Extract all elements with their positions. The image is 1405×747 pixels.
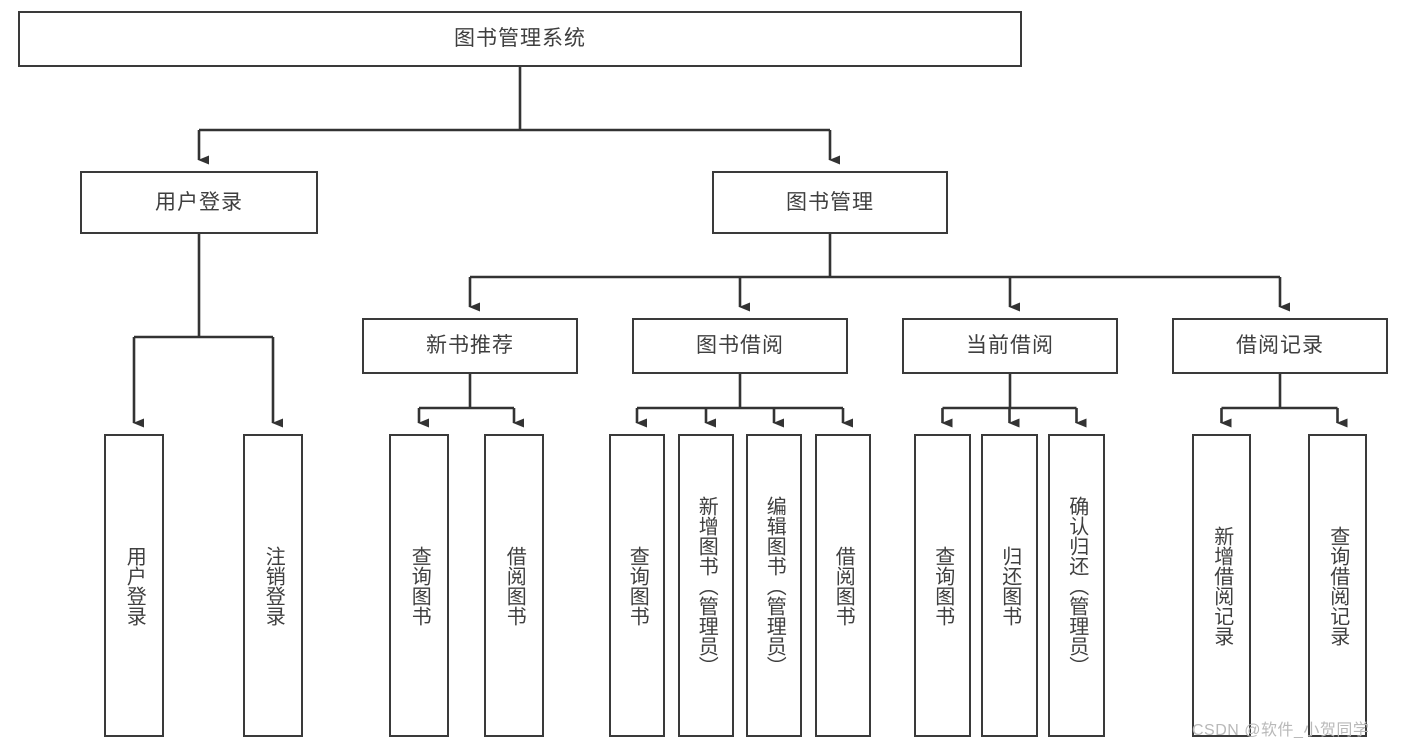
level1-node-图书管理-1[interactable]: 图书管理 [712,171,948,234]
leaf-node-用户登录-0[interactable]: 用户登录 [104,434,164,737]
root-node-图书管理系统[interactable]: 图书管理系统 [18,11,1022,67]
node-label: 用户登录 [155,190,243,214]
leaf-node-注销登录-1[interactable]: 注销登录 [243,434,303,737]
leaf-node-借阅图书-3[interactable]: 借阅图书 [484,434,544,737]
leaf-node-归还图书-9[interactable]: 归还图书 [981,434,1038,737]
node-label: 新书推荐 [426,334,514,358]
node-label: 图书借阅 [696,334,784,358]
node-label: 确认归还（管理员） [1065,495,1088,676]
leaf-node-查询图书-4[interactable]: 查询图书 [609,434,665,737]
node-label: 图书管理 [786,190,874,214]
level2-node-当前借阅-2[interactable]: 当前借阅 [902,318,1118,374]
node-label: 借阅记录 [1236,334,1324,358]
node-label: 用户登录 [123,545,146,626]
leaf-node-确认归还管理员-10[interactable]: 确认归还（管理员） [1048,434,1105,737]
node-label: 查询借阅记录 [1326,525,1349,646]
level2-node-新书推荐-0[interactable]: 新书推荐 [362,318,578,374]
node-label: 归还图书 [998,545,1021,626]
node-label: 查询图书 [626,545,649,626]
leaf-node-查询图书-8[interactable]: 查询图书 [914,434,971,737]
node-label: 编辑图书（管理员） [763,495,786,676]
node-label: 新增借阅记录 [1210,525,1233,646]
node-label: 新增图书（管理员） [695,495,718,676]
leaf-node-新增借阅记录-11[interactable]: 新增借阅记录 [1192,434,1251,737]
leaf-node-查询图书-2[interactable]: 查询图书 [389,434,449,737]
node-label: 查询图书 [931,545,954,626]
leaf-node-借阅图书-7[interactable]: 借阅图书 [815,434,871,737]
node-label: 借阅图书 [503,545,526,626]
leaf-node-查询借阅记录-12[interactable]: 查询借阅记录 [1308,434,1367,737]
level2-node-借阅记录-3[interactable]: 借阅记录 [1172,318,1388,374]
leaf-node-编辑图书管理员-6[interactable]: 编辑图书（管理员） [746,434,802,737]
csdn-watermark: CSDN @软件_小贺同学 [1192,722,1370,739]
leaf-node-新增图书管理员-5[interactable]: 新增图书（管理员） [678,434,734,737]
level2-node-图书借阅-1[interactable]: 图书借阅 [632,318,848,374]
node-label: 借阅图书 [832,545,855,626]
node-label: 图书管理系统 [454,27,586,51]
node-label: 当前借阅 [966,334,1054,358]
node-label: 查询图书 [408,545,431,626]
level1-node-用户登录-0[interactable]: 用户登录 [80,171,318,234]
node-label: 注销登录 [262,545,285,626]
